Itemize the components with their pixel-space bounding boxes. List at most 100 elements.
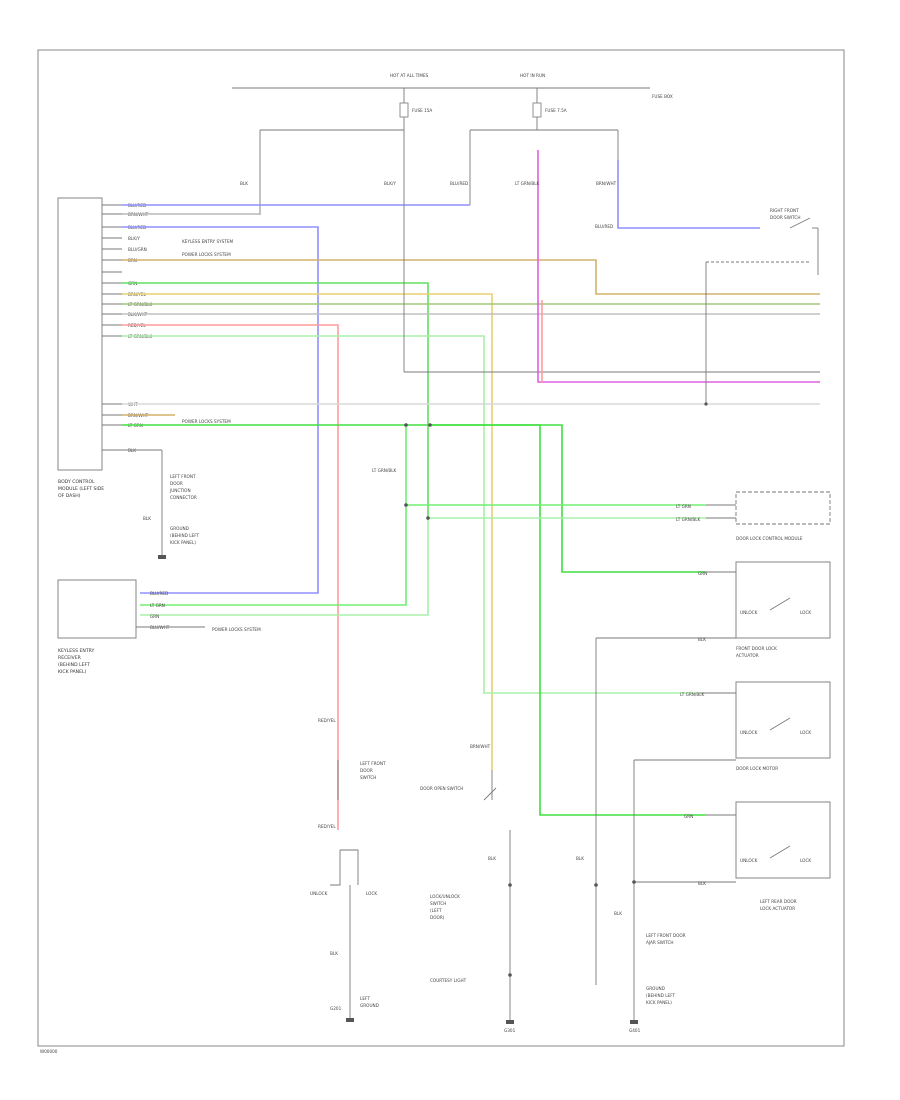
bcm-pin-label: BLK/Y: [128, 236, 140, 241]
keyless-pin: LT GRN: [150, 603, 165, 608]
door-ajar-switch-label: LEFT FRONT DOOR: [646, 933, 686, 938]
body-control-module: BODY CONTROL MODULE (LEFT SIDE OF DASH): [57, 197, 104, 499]
keyless-pin: BLU/RED: [150, 591, 168, 596]
left-ground-label: GROUND: [360, 1003, 379, 1008]
rear-actuator-label: DOOR LOCK MOTOR: [736, 766, 778, 771]
hot-at-all-times-label: HOT AT ALL TIMES: [390, 73, 429, 78]
wire-label: BLU/RED: [450, 181, 468, 186]
key-switch-label: DOOR: [360, 768, 373, 773]
splice-points: [140, 423, 706, 616]
keyless-pin: BLU/WHT: [150, 625, 170, 630]
bcm-name-3: OF DASH): [58, 493, 81, 499]
ground-code: G401: [629, 1028, 641, 1033]
wire-small-labels: BLK BLK/Y BLU/RED LT GRN/BLK BRN/WHT BLU…: [240, 181, 617, 473]
keyless-pin: GRN: [150, 614, 159, 619]
wire-label: BLK: [488, 856, 496, 861]
actuator-lock-label: UNLOCK: [740, 610, 758, 615]
wire-label: GRN: [698, 571, 707, 576]
front-actuator-label: ACTUATOR: [736, 653, 759, 658]
bcm-note: POWER LOCKS SYSTEM: [182, 419, 231, 424]
bcm-pin-label: BLU/GRN: [128, 247, 147, 252]
actuator-unlock-label: LOCK: [800, 730, 811, 735]
wire-label: BRN/WHT: [470, 744, 491, 749]
actuator-unlock-label: LOCK: [800, 610, 811, 615]
ground-lower-label: GROUND: [170, 526, 189, 531]
wire-label: BLK: [698, 637, 706, 642]
wire-label: BLK: [698, 881, 706, 886]
right-front-door-switch-label: RIGHT FRONT: [770, 208, 799, 213]
left-ground-label: LEFT: [360, 996, 370, 1001]
ground-code: G201: [330, 1006, 342, 1011]
wire-label: RED/YEL: [318, 824, 336, 829]
ground-wire: BLK: [143, 516, 151, 521]
ground-upper-label: DOOR: [170, 481, 183, 486]
fuse-15a: [399, 102, 409, 118]
splice-label: LT GRN/BLK: [372, 468, 397, 473]
door-lock-switch-label: (LEFT: [430, 908, 442, 913]
wire-label: RED/YEL: [318, 718, 336, 723]
bcm-note: POWER LOCKS SYSTEM: [182, 252, 231, 257]
ground-lower-label: KICK PANEL): [170, 540, 196, 545]
bcm-ground: LEFT FRONT DOOR JUNCTION CONNECTOR GROUN…: [122, 449, 200, 559]
door-lock-control-module: DOOR LOCK CONTROL MODULE LT GRN LT GRN/B…: [676, 491, 831, 541]
keyless-name-2: RECEIVER: [58, 655, 82, 661]
bcm-wires: [122, 204, 820, 830]
rear-door-lock-actuator: UNLOCK LOCK DOOR LOCK MOTOR LT GRN/BLK: [634, 681, 831, 771]
ground-code: G301: [504, 1028, 516, 1033]
wire-label: LT GRN/BLK: [680, 692, 705, 697]
wire-label: LT GRN: [676, 504, 691, 509]
keyless-name-3: (BEHIND LEFT: [58, 662, 90, 668]
key-switch: RED/YEL LEFT FRONT DOOR SWITCH RED/YEL U…: [310, 718, 386, 1022]
bottom-right-grounds: BLK BLK LEFT FRONT DOOR AJAR SWITCH GROU…: [576, 638, 686, 1033]
fuse-7-5a: [532, 102, 542, 118]
keyless-name-1: KEYLESS ENTRY: [58, 648, 95, 654]
wire-label: BLK: [576, 856, 584, 861]
left-rear-actuator-label: LEFT REAR DOOR: [760, 899, 797, 904]
keyless-note: POWER LOCKS SYSTEM: [212, 627, 261, 632]
bcm-name-2: MODULE (LEFT SIDE: [58, 486, 104, 492]
wire-label: BLK: [330, 951, 338, 956]
actuator-lock-label: UNLOCK: [740, 730, 758, 735]
ground-upper-label: JUNCTION: [169, 488, 191, 493]
left-rear-door-lock-actuator: UNLOCK LOCK LEFT REAR DOOR LOCK ACTUATOR…: [634, 801, 831, 911]
diagram-frame: [37, 49, 845, 1047]
wire-label: BLU/RED: [595, 224, 613, 229]
door-lock-switch: BRN/WHT DOOR OPEN SWITCH BLK LOCK/UNLOCK…: [420, 744, 516, 1033]
door-open-switch-label: DOOR OPEN SWITCH: [420, 786, 463, 791]
bcm-pin-label: BLK: [128, 448, 136, 453]
left-rear-actuator-label: LOCK ACTUATOR: [760, 906, 795, 911]
door-lock-switch-label: DOOR): [430, 915, 445, 920]
power-bus: HOT AT ALL TIMES HOT IN RUN FUSE BOX FUS…: [232, 73, 673, 215]
door-lock-switch-label: LOCK/UNLOCK: [430, 894, 460, 899]
fuse-label-2: FUSE 7.5A: [545, 108, 567, 113]
top-connectors: RIGHT FRONT DOOR SWITCH: [403, 130, 820, 406]
actuator-unlock-label: LOCK: [800, 858, 811, 863]
wire-label: BLK: [614, 911, 622, 916]
bcm-name-1: BODY CONTROL: [58, 479, 95, 485]
wire-label: BLK: [240, 181, 248, 186]
key-switch-label: SWITCH: [360, 775, 376, 780]
ground-lower-label: (BEHIND LEFT: [170, 533, 200, 538]
wire-label: LT GRN/BLK: [676, 517, 701, 522]
ground-lower-label-2: GROUND: [646, 986, 665, 991]
fuse-box-note: FUSE BOX: [652, 94, 673, 99]
actuator-lock-label: UNLOCK: [740, 858, 758, 863]
unlock-label: LOCK: [366, 891, 377, 896]
door-ajar-switch-label: AJAR SWITCH: [646, 940, 674, 945]
door-lock-switch-label: SWITCH: [430, 901, 446, 906]
front-door-lock-actuator: UNLOCK LOCK FRONT DOOR LOCK ACTUATOR GRN…: [596, 561, 831, 658]
lock-label: UNLOCK: [310, 891, 328, 896]
keyless-entry-receiver: KEYLESS ENTRY RECEIVER (BEHIND LEFT KICK…: [57, 579, 261, 675]
front-actuator-label: FRONT DOOR LOCK: [736, 646, 777, 651]
keyless-name-4: KICK PANEL): [58, 669, 87, 675]
bcm-pin-stubs: [102, 204, 122, 451]
ground-lower-label-2: (BEHIND LEFT: [646, 993, 676, 998]
ground-upper-label: LEFT FRONT: [170, 474, 196, 479]
wire-label: BRN/WHT: [596, 181, 617, 186]
footer-code: W00000: [40, 1049, 58, 1054]
wire-label: LT GRN/BLK: [515, 181, 540, 186]
bcm-note: KEYLESS ENTRY SYSTEM: [182, 239, 234, 244]
hot-in-run-label: HOT IN RUN: [520, 73, 545, 78]
door-lock-control-module-label: DOOR LOCK CONTROL MODULE: [736, 536, 803, 541]
